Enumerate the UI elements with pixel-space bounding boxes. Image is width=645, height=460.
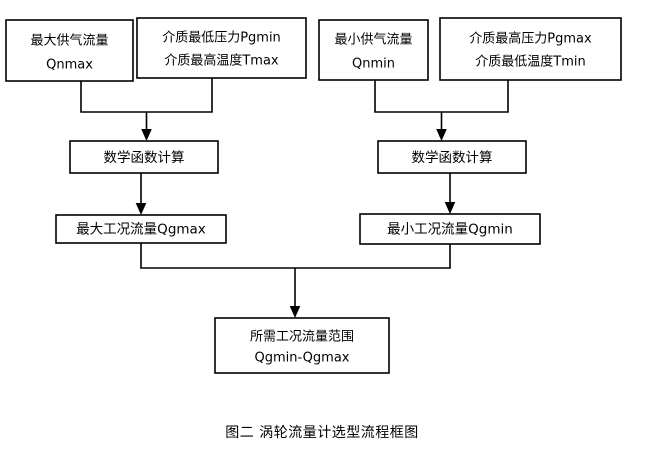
node-math-calc-right-label: 数学函数计算 (412, 150, 493, 166)
node-max-supply-flow-box (5, 19, 134, 82)
connector-group-right-merge (374, 80, 509, 141)
node-required-flow-range-box (214, 317, 390, 374)
figure-caption: 图二 涡轮流量计选型流程框图 (225, 425, 418, 441)
node-max-working-flow[interactable]: 最大工况流量Qgmax (55, 214, 227, 244)
connector-group-left-down (135, 173, 147, 215)
connector-bottom-merge-bar (140, 243, 451, 269)
connector-group-right-down (444, 173, 456, 214)
node-max-pressure-min-temp-box (439, 17, 622, 81)
node-math-calc-left-label: 数学函数计算 (104, 150, 185, 166)
node-min-working-flow-box (359, 213, 541, 245)
node-min-supply-flow-line2: Qnmin (352, 57, 395, 72)
node-min-supply-flow[interactable]: 最小供气流量 Qnmin (318, 19, 429, 81)
arrow-head-min-working-flow (444, 202, 456, 214)
node-required-flow-range-line1: 所需工况流量范围 (250, 330, 354, 345)
node-min-supply-flow-box (318, 19, 429, 81)
arrow-head-right-math (436, 129, 447, 141)
node-max-supply-flow-line1: 最大供气流量 (30, 33, 108, 49)
node-max-supply-flow[interactable]: 最大供气流量 Qnmax (5, 19, 134, 82)
node-max-pressure-min-temp-line1: 介质最高压力Pgmax (469, 31, 592, 47)
node-max-working-flow-box (55, 214, 227, 244)
node-math-calc-right[interactable]: 数学函数计算 (377, 140, 527, 174)
node-max-pressure-min-temp-line2: 介质最低温度Tmin (475, 54, 585, 70)
connector-group-bottom-merge (140, 243, 451, 318)
arrow-head-left-math (141, 129, 152, 141)
node-min-pressure-max-temp-line2: 介质最高温度Tmax (164, 53, 279, 69)
node-max-working-flow-label: 最大工况流量Qgmax (76, 222, 206, 238)
node-min-pressure-max-temp-box (136, 17, 307, 79)
node-min-working-flow-label: 最小工况流量Qgmin (387, 222, 513, 238)
node-min-working-flow[interactable]: 最小工况流量Qgmin (359, 213, 541, 245)
node-required-flow-range[interactable]: 所需工况流量范围 Qgmin-Qgmax (214, 317, 390, 374)
connector-group-left-merge (80, 78, 213, 141)
node-max-pressure-min-temp[interactable]: 介质最高压力Pgmax 介质最低温度Tmin (439, 17, 622, 81)
node-min-pressure-max-temp[interactable]: 介质最低压力Pgmin 介质最高温度Tmax (136, 17, 307, 79)
connector-left-merge-bar (80, 78, 213, 113)
node-min-supply-flow-line1: 最小供气流量 (334, 32, 412, 48)
node-math-calc-left[interactable]: 数学函数计算 (69, 140, 219, 174)
arrow-head-required-range (289, 306, 301, 318)
connector-right-merge-bar (374, 80, 509, 113)
node-required-flow-range-line2: Qgmin-Qgmax (255, 351, 350, 366)
node-math-calc-left-box (69, 140, 219, 174)
node-min-pressure-max-temp-line1: 介质最低压力Pgmin (162, 31, 281, 46)
arrow-head-max-working-flow (135, 203, 147, 215)
node-max-supply-flow-line2: Qnmax (46, 58, 93, 73)
node-math-calc-right-box (377, 140, 527, 174)
